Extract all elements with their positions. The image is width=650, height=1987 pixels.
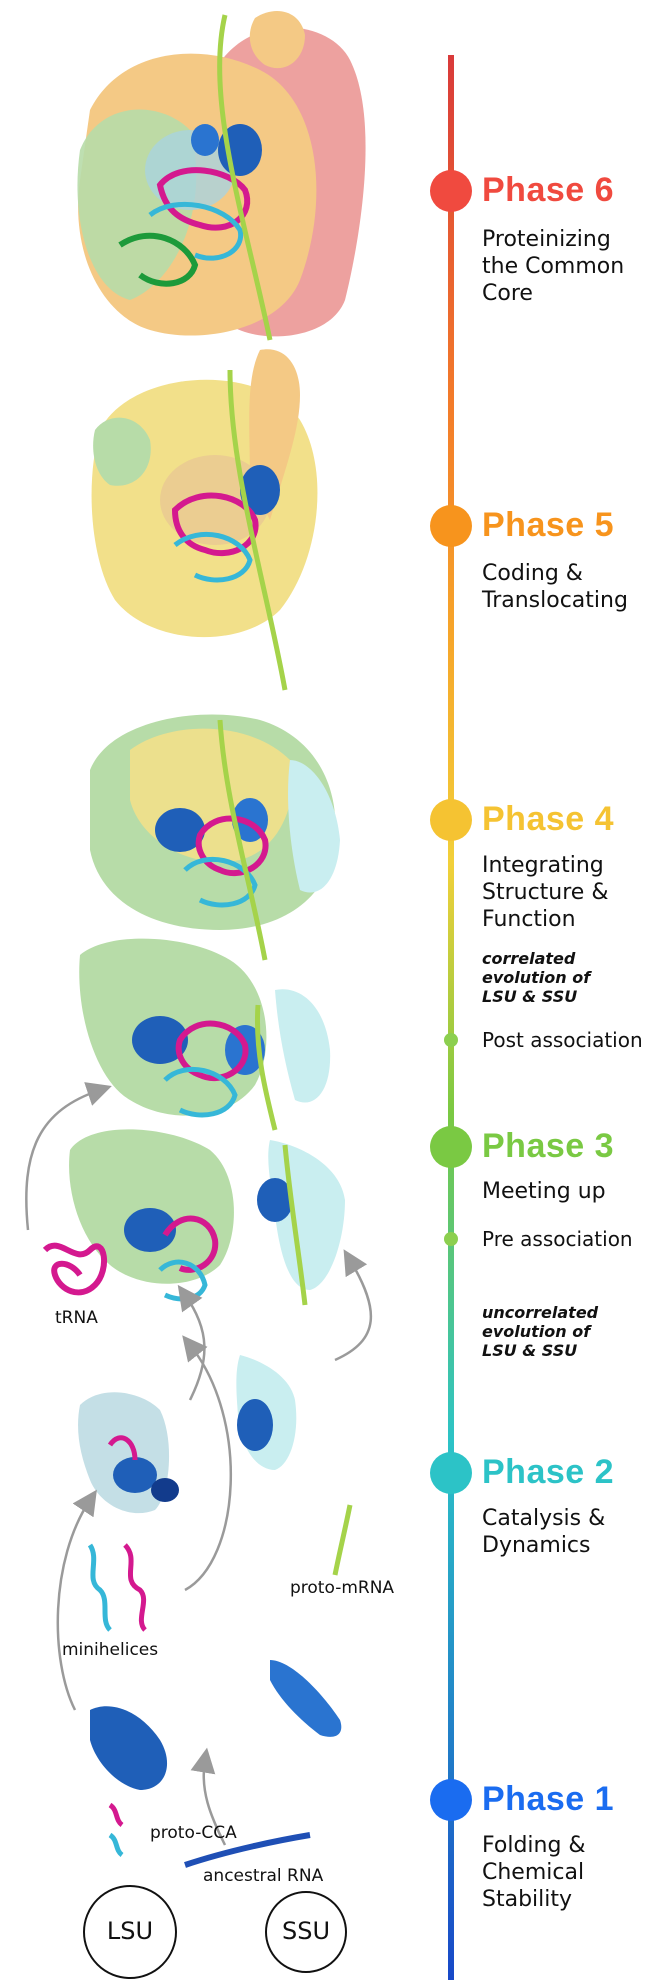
trna-structure [42, 1242, 108, 1296]
phase-5-marker [430, 505, 472, 547]
phase-2-subunits [78, 1355, 297, 1514]
correlated-evolution-note: correlated evolution of LSU & SSU [482, 949, 591, 1006]
phase-1-marker [430, 1779, 472, 1821]
phase-2-description: Catalysis & Dynamics [482, 1506, 606, 1558]
ssu-label: SSU [281, 1917, 331, 1945]
post-association-ribosome [79, 938, 331, 1131]
minihelices-label: minihelices [62, 1640, 159, 1660]
phase-6-ribosome [77, 11, 366, 341]
post-association-marker [444, 1033, 458, 1047]
lsu-circle [83, 1885, 177, 1979]
phase-1-description: Folding & Chemical Stability [482, 1833, 586, 1912]
phase-5-title: Phase 5 [482, 506, 615, 544]
pre-association-marker [444, 1232, 458, 1246]
phase-5-ribosome [91, 349, 318, 691]
phase-6-description: Proteinizing the Common Core [482, 227, 625, 306]
phase-2-title: Phase 2 [482, 1453, 615, 1491]
phase-3-subunits [69, 1129, 345, 1306]
phase-3-title: Phase 3 [482, 1127, 615, 1165]
phase-6-marker [430, 170, 472, 212]
phase-1-title: Phase 1 [482, 1780, 615, 1818]
phase-4-ribosome [90, 714, 340, 961]
phase-2-marker [430, 1452, 472, 1494]
phase-4-marker [430, 799, 472, 841]
proto-mrna-label: proto-mRNA [290, 1578, 395, 1598]
phase-4-description: Integrating Structure & Function [482, 853, 609, 932]
post-association-label: Post association [482, 1028, 643, 1052]
phase-1-structures [90, 1660, 342, 1868]
ancestral-rna-label: ancestral RNA [203, 1866, 324, 1886]
phase-3-description: Meeting up [482, 1179, 606, 1204]
proto-cca-label: proto-CCA [150, 1823, 237, 1843]
phase-6-title: Phase 6 [482, 171, 615, 209]
phase-3-marker [430, 1126, 472, 1168]
uncorrelated-evolution-note: uncorrelated evolution of LSU & SSU [482, 1303, 599, 1360]
minihelices-structure [87, 1543, 148, 1632]
pre-association-label: Pre association [482, 1227, 633, 1251]
evolution-arrows [25, 1082, 373, 1846]
trna-label: tRNA [55, 1308, 98, 1328]
ancestral-rna-strand [184, 1832, 311, 1868]
timeline-bar [448, 55, 454, 1980]
proto-mrna-strand [332, 1504, 353, 1576]
phase-4-title: Phase 4 [482, 800, 615, 838]
ssu-circle [265, 1891, 347, 1973]
lsu-label: LSU [106, 1917, 154, 1945]
phase-5-description: Coding & Translocating [482, 561, 628, 613]
